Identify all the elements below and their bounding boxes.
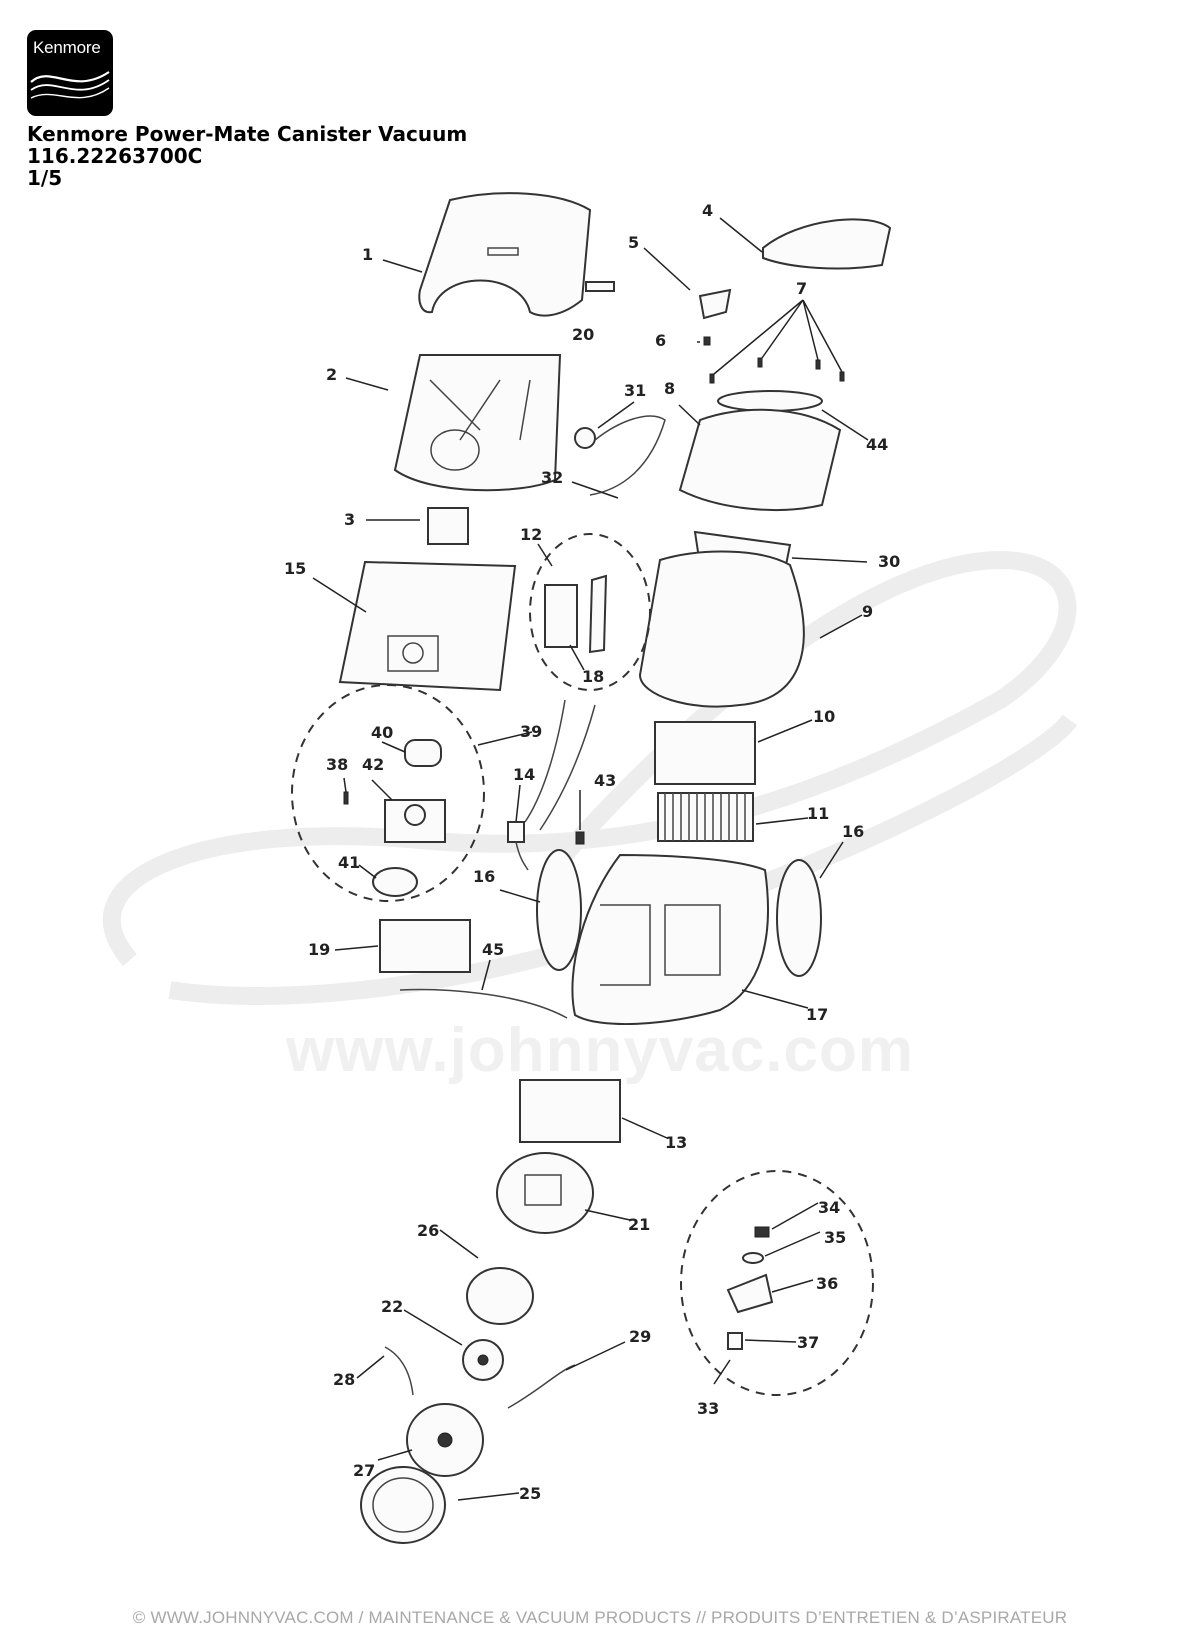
document-header: Kenmore Power-Mate Canister Vacuum 116.2… [27,123,467,189]
callout-32: 32 [541,468,563,487]
part-33-group-outline [680,1170,874,1396]
part-13-exhaust-grill [519,1079,621,1143]
callout-19: 19 [308,940,330,959]
callout-40: 40 [371,723,393,742]
part-19-filter-pad [379,919,471,973]
part-17-canister-base [571,853,769,1026]
callout-28: 28 [333,1370,355,1389]
model-number: 116.22263700C [27,144,203,168]
part-34-knob [754,1226,770,1238]
part-20-label [585,281,615,292]
callout-13: 13 [665,1133,687,1152]
watermark-url: www.johnnyvac.com [286,1016,914,1085]
part-4-handle-cover [762,218,892,270]
callout-31: 31 [624,381,646,400]
callout-12: 12 [520,525,542,544]
part-37-button [727,1332,743,1350]
callout-10: 10 [813,707,835,726]
part-40-collar [404,739,442,767]
part-14-cord-clip [507,821,525,843]
part-43-cable [524,699,596,831]
callout-labels: 1 2 3 4 5 6 7 8 9 10 11 12 13 14 15 16 1… [284,201,900,1503]
callout-35: 35 [824,1228,846,1247]
callout-44: 44 [866,435,888,454]
part-15-dust-bag [338,560,517,692]
part-16-wheel-left [536,849,582,971]
part-3-latch [427,507,469,545]
callout-26: 26 [417,1221,439,1240]
part-32-wire [589,415,666,496]
callout-38: 38 [326,755,348,774]
callout-2: 2 [326,365,337,384]
callout-16-right: 16 [842,822,864,841]
part-9-lid [638,550,805,708]
part-44-gasket [717,390,823,412]
part-6-spring [703,336,711,346]
callout-14: 14 [513,765,535,784]
callout-36: 36 [816,1274,838,1293]
part-16-wheel-right [776,859,822,977]
page-indicator: 1/5 [27,166,63,190]
part-31-switch [574,427,596,449]
callout-29: 29 [629,1327,651,1346]
callout-4: 4 [702,201,713,220]
callout-43: 43 [594,771,616,790]
part-39-group-outline [291,684,485,902]
part-35-washer [742,1252,764,1264]
callout-42: 42 [362,755,384,774]
callout-20: 20 [572,325,594,344]
leader-lines [312,217,869,1501]
callout-7: 7 [796,279,807,298]
callout-27: 27 [353,1461,375,1480]
part-1-top-cover [418,192,592,317]
callout-22: 22 [381,1297,403,1316]
part-2-upper-housing [393,354,562,492]
part-29-wire [507,1364,576,1409]
part-5-release-button [698,288,732,320]
product-title: Kenmore Power-Mate Canister Vacuum [27,122,468,146]
part-12-filter-frame [588,574,608,654]
kenmore-logo: Kenmore [27,30,113,116]
logo-swoosh-icon [30,71,110,99]
callout-34: 34 [818,1198,840,1217]
callout-33: 33 [697,1399,719,1418]
part-18-filter-pad [544,584,578,648]
part-36-switch-plate [726,1273,774,1314]
callout-25: 25 [519,1484,541,1503]
callout-45: 45 [482,940,504,959]
part-7-screws [709,357,845,384]
callout-16-left: 16 [473,867,495,886]
copyright-footer: © WWW.JOHNNYVAC.COM / MAINTENANCE & VACU… [132,1608,1068,1627]
part-28-wire [384,1346,414,1396]
callout-9: 9 [862,602,873,621]
callout-11: 11 [807,804,829,823]
part-26-cylinder [466,1267,534,1325]
callout-3: 3 [344,510,355,529]
part-41-seal-ring [372,867,418,897]
callout-21: 21 [628,1215,650,1234]
callout-18: 18 [582,667,604,686]
part-42-port [404,804,426,826]
part-45-hose [399,988,568,1019]
part-11-hepa-filter [657,792,754,842]
callout-8: 8 [664,379,675,398]
callout-5: 5 [628,233,639,252]
callout-17: 17 [806,1005,828,1024]
logo-wordmark: Kenmore [33,38,101,57]
callout-15: 15 [284,559,306,578]
part-10-filter-cage [654,721,756,785]
callout-6: 6 [655,331,666,350]
callout-1: 1 [362,245,373,264]
part-21-motor-housing [496,1152,594,1234]
part-12-group-outline [529,533,651,691]
callout-41: 41 [338,853,360,872]
part-38-screw [343,791,349,805]
part-14-wire [515,841,529,871]
callout-30: 30 [878,552,900,571]
part-43-fuse [575,831,585,845]
callout-37: 37 [797,1333,819,1352]
callout-39: 39 [520,722,542,741]
part-8-handle-base [678,408,842,511]
